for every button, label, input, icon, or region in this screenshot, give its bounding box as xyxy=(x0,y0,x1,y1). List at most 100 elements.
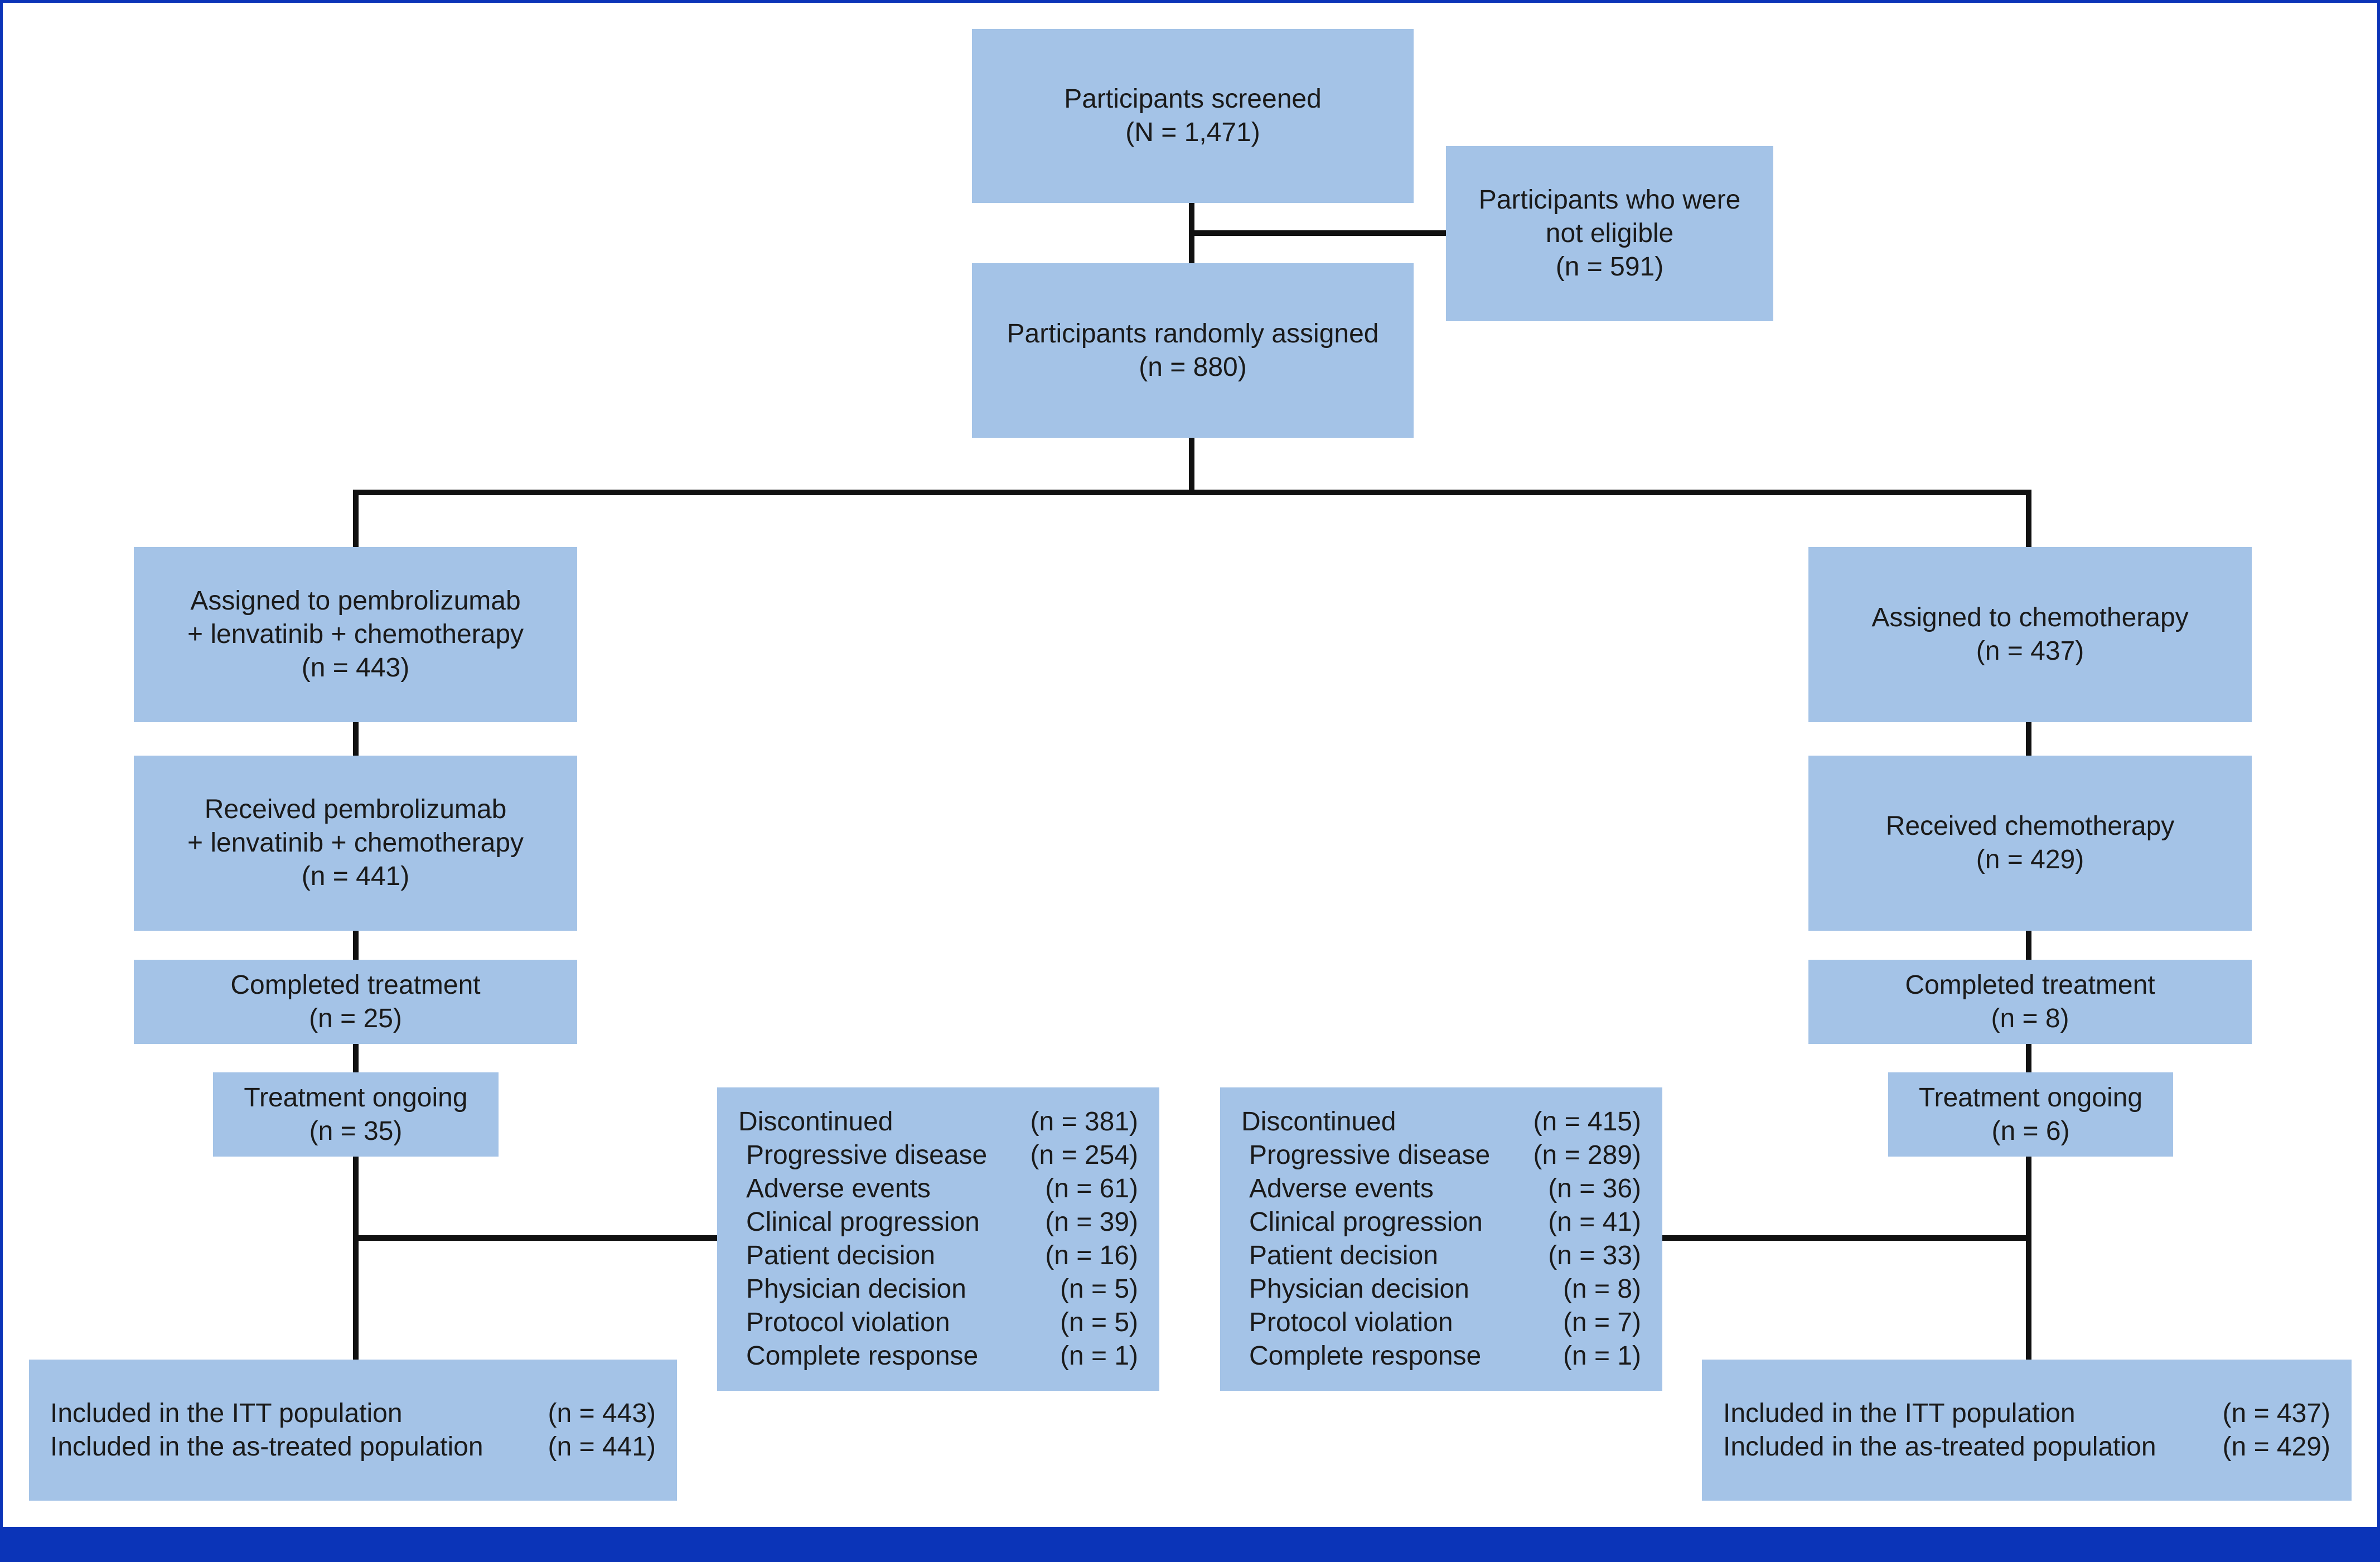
left-population-row: Included in the as-treated population (n… xyxy=(50,1430,656,1464)
bottom-bar xyxy=(0,1527,2380,1562)
right-reason-row: Patient decision (n = 33) xyxy=(1241,1239,1641,1273)
screened-title: Participants screened xyxy=(1064,84,1322,114)
left-received-count: (n = 441) xyxy=(301,862,410,891)
left-reason-row: Protocol violation (n = 5) xyxy=(738,1306,1138,1339)
right-population-row: Included in the ITT population (n = 437) xyxy=(1723,1397,2330,1430)
left-reason-row: Adverse events (n = 61) xyxy=(738,1172,1138,1206)
right-reason-count: (n = 1) xyxy=(1563,1341,1641,1371)
right-population-label: Included in the ITT population xyxy=(1723,1398,2076,1428)
right-reason-count: (n = 33) xyxy=(1548,1241,1641,1270)
left-population-row: Included in the ITT population (n = 443) xyxy=(50,1397,656,1430)
left-received-line2: + lenvatinib + chemotherapy xyxy=(187,828,524,858)
right-population-row: Included in the as-treated population (n… xyxy=(1723,1430,2330,1464)
right-population-label: Included in the as-treated population xyxy=(1723,1432,2156,1462)
right-ongoing-title: Treatment ongoing xyxy=(1918,1082,2143,1113)
right-population-count: (n = 429) xyxy=(2222,1432,2330,1462)
right-reason-count: (n = 8) xyxy=(1563,1274,1641,1304)
left-reason-row: Complete response (n = 1) xyxy=(738,1339,1138,1373)
not-eligible-count: (n = 591) xyxy=(1555,252,1664,282)
left-received-box: Received pembrolizumab + lenvatinib + ch… xyxy=(134,756,577,931)
right-discontinued-title: Discontinued xyxy=(1241,1107,1396,1137)
left-ongoing-title: Treatment ongoing xyxy=(244,1082,468,1113)
right-reason-row: Adverse events (n = 36) xyxy=(1241,1172,1641,1206)
right-reason-label: Physician decision xyxy=(1249,1274,1469,1304)
left-received-line1: Received pembrolizumab xyxy=(204,795,507,824)
connector-right-received-to-completed xyxy=(2026,930,2031,960)
randomized-count: (n = 880) xyxy=(1139,352,1247,382)
right-received-count: (n = 429) xyxy=(1976,845,2084,874)
connector-right-completed-to-ongoing xyxy=(2026,1043,2031,1072)
left-reason-count: (n = 39) xyxy=(1045,1207,1138,1237)
right-completed-box: Completed treatment (n = 8) xyxy=(1808,960,2252,1044)
connector-left-to-discontinued xyxy=(356,1235,718,1241)
connector-to-not-eligible xyxy=(1192,230,1447,236)
right-populations-table: Included in the ITT population (n = 437)… xyxy=(1723,1397,2330,1464)
left-reason-row: Physician decision (n = 5) xyxy=(738,1273,1138,1306)
left-reason-count: (n = 1) xyxy=(1060,1341,1138,1371)
right-population-count: (n = 437) xyxy=(2222,1398,2330,1428)
right-received-title: Received chemotherapy xyxy=(1885,811,2175,841)
left-assigned-count: (n = 443) xyxy=(301,653,410,683)
not-eligible-box: Participants who were not eligible (n = … xyxy=(1446,146,1773,321)
right-assigned-count: (n = 437) xyxy=(1976,636,2084,666)
left-reason-label: Complete response xyxy=(746,1341,979,1371)
screened-box: Participants screened (N = 1,471) xyxy=(972,29,1414,203)
left-assigned-line2: + lenvatinib + chemotherapy xyxy=(187,620,524,649)
right-reason-row: Complete response (n = 1) xyxy=(1241,1339,1641,1373)
left-populations-table: Included in the ITT population (n = 443)… xyxy=(50,1397,656,1464)
left-assigned-box: Assigned to pembrolizumab + lenvatinib +… xyxy=(134,547,577,722)
right-assigned-title: Assigned to chemotherapy xyxy=(1871,603,2189,632)
right-reason-label: Complete response xyxy=(1249,1341,1482,1371)
right-ongoing-box: Treatment ongoing (n = 6) xyxy=(1888,1072,2173,1157)
connector-arms-horizontal xyxy=(353,490,2031,495)
left-discontinued-header-row: Discontinued (n = 381) xyxy=(738,1105,1138,1139)
right-reason-count: (n = 289) xyxy=(1533,1140,1641,1170)
right-reason-count: (n = 36) xyxy=(1548,1174,1641,1203)
left-ongoing-count: (n = 35) xyxy=(309,1116,403,1146)
left-population-count: (n = 443) xyxy=(548,1398,656,1428)
connector-left-ongoing-to-populations xyxy=(353,1156,359,1361)
left-population-label: Included in the as-treated population xyxy=(50,1432,483,1462)
left-reason-row: Progressive disease (n = 254) xyxy=(738,1139,1138,1172)
left-completed-title: Completed treatment xyxy=(230,970,481,1000)
right-received-box: Received chemotherapy (n = 429) xyxy=(1808,756,2252,931)
right-reason-label: Protocol violation xyxy=(1249,1308,1453,1337)
randomized-box: Participants randomly assigned (n = 880) xyxy=(972,263,1414,438)
not-eligible-line1: Participants who were xyxy=(1478,185,1741,215)
left-reason-label: Adverse events xyxy=(746,1174,931,1203)
left-completed-box: Completed treatment (n = 25) xyxy=(134,960,577,1044)
left-reason-label: Protocol violation xyxy=(746,1308,950,1337)
left-reason-label: Clinical progression xyxy=(746,1207,980,1237)
left-completed-count: (n = 25) xyxy=(309,1003,402,1033)
right-reason-label: Progressive disease xyxy=(1249,1140,1491,1170)
left-reason-row: Patient decision (n = 16) xyxy=(738,1239,1138,1273)
right-discontinued-box: Discontinued (n = 415) Progressive disea… xyxy=(1220,1087,1662,1391)
right-discontinued-count: (n = 415) xyxy=(1533,1107,1641,1137)
left-discontinued-box: Discontinued (n = 381) Progressive disea… xyxy=(717,1087,1159,1391)
right-discontinued-header-row: Discontinued (n = 415) xyxy=(1241,1105,1641,1139)
left-reason-count: (n = 16) xyxy=(1045,1241,1138,1270)
diagram-frame xyxy=(0,0,2380,1529)
left-reason-row: Clinical progression (n = 39) xyxy=(738,1206,1138,1239)
left-discontinued-table: Discontinued (n = 381) Progressive disea… xyxy=(738,1105,1138,1373)
right-reason-count: (n = 41) xyxy=(1548,1207,1641,1237)
left-population-count: (n = 441) xyxy=(548,1432,656,1462)
randomized-title: Participants randomly assigned xyxy=(1007,318,1379,349)
right-reason-row: Protocol violation (n = 7) xyxy=(1241,1306,1641,1339)
connector-right-to-discontinued xyxy=(1662,1235,2029,1241)
left-discontinued-title: Discontinued xyxy=(738,1107,893,1137)
left-discontinued-count: (n = 381) xyxy=(1030,1107,1138,1137)
left-assigned-line1: Assigned to pembrolizumab xyxy=(190,586,521,616)
connector-left-received-to-completed xyxy=(353,930,359,960)
right-completed-count: (n = 8) xyxy=(1991,1003,2069,1033)
right-discontinued-table: Discontinued (n = 415) Progressive disea… xyxy=(1241,1105,1641,1373)
right-reason-row: Physician decision (n = 8) xyxy=(1241,1273,1641,1306)
right-reason-row: Progressive disease (n = 289) xyxy=(1241,1139,1641,1172)
connector-left-assigned-to-received xyxy=(353,721,359,756)
right-reason-label: Clinical progression xyxy=(1249,1207,1483,1237)
right-reason-label: Adverse events xyxy=(1249,1174,1434,1203)
right-reason-label: Patient decision xyxy=(1249,1241,1438,1270)
connector-right-arm-drop xyxy=(2026,490,2031,548)
connector-right-ongoing-to-populations xyxy=(2026,1156,2031,1361)
